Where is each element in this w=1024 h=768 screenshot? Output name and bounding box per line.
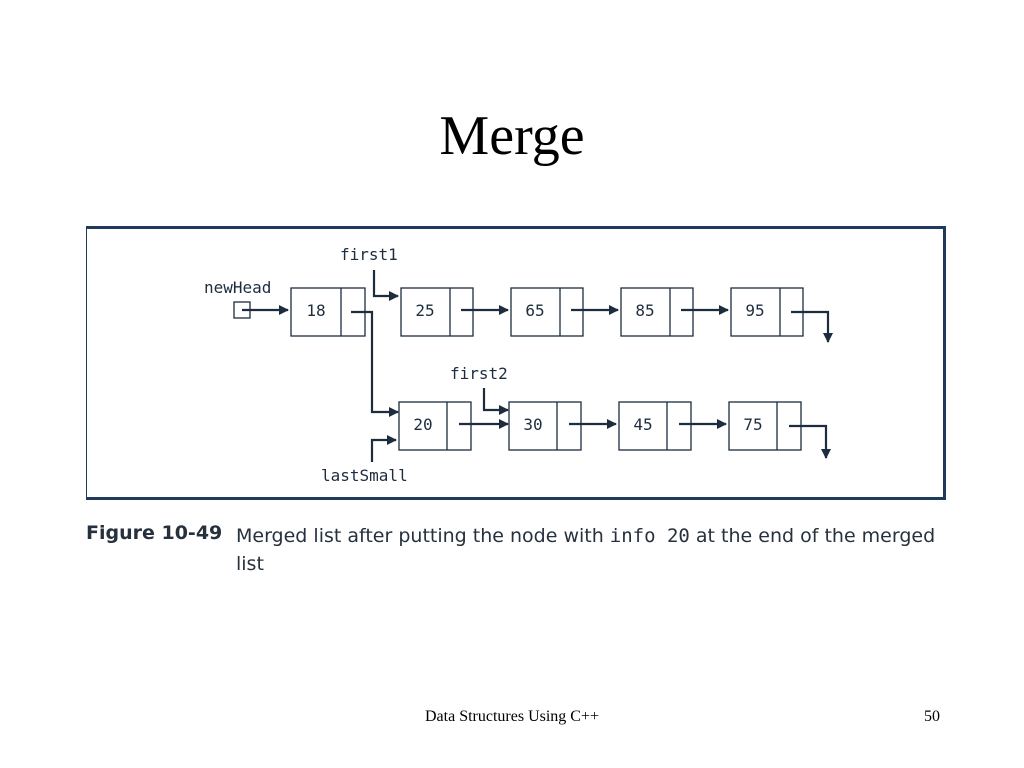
first2-label: first2 <box>450 364 508 383</box>
merged-link-arrow <box>351 310 399 417</box>
slide-title: Merge <box>439 105 585 167</box>
node-value: 25 <box>415 301 434 320</box>
list1-node: 65 <box>510 287 584 337</box>
last-small-arrow <box>370 435 397 462</box>
node-value: 65 <box>525 301 544 320</box>
footer-title: Data Structures Using C++ <box>424 708 600 725</box>
caption-text-after: at the end of the merged list <box>236 525 936 575</box>
list2-node: 30 <box>508 401 582 451</box>
merged-node-18: 18 <box>290 287 366 337</box>
node-value: 85 <box>635 301 654 320</box>
first2-arrow <box>482 388 509 415</box>
figure-number: Figure 10-49 <box>86 522 223 544</box>
list1-null-arrow <box>791 310 833 343</box>
node-value: 20 <box>413 415 432 434</box>
list2-null-arrow <box>789 424 831 459</box>
first1-arrow <box>372 270 399 301</box>
node-value: 95 <box>745 301 764 320</box>
page-number: 50 <box>924 708 940 725</box>
first1-label: first1 <box>340 245 398 264</box>
figure-frame <box>86 226 946 500</box>
list1-node: 25 <box>400 287 474 337</box>
caption-text: Merged list after putting the node with … <box>236 522 936 578</box>
node-value: 30 <box>523 415 542 434</box>
list2-node: 45 <box>618 401 692 451</box>
node-value: 45 <box>633 415 652 434</box>
caption-text-before: Merged list after putting the node with <box>236 525 610 547</box>
node-value: 75 <box>743 415 762 434</box>
last-small-label: lastSmall <box>321 466 408 485</box>
node-value: 18 <box>306 301 325 320</box>
list2-node: 20 <box>398 401 472 451</box>
caption-code: info 20 <box>609 525 690 547</box>
list1-node: 85 <box>620 287 694 337</box>
new-head-label: newHead <box>204 278 271 297</box>
